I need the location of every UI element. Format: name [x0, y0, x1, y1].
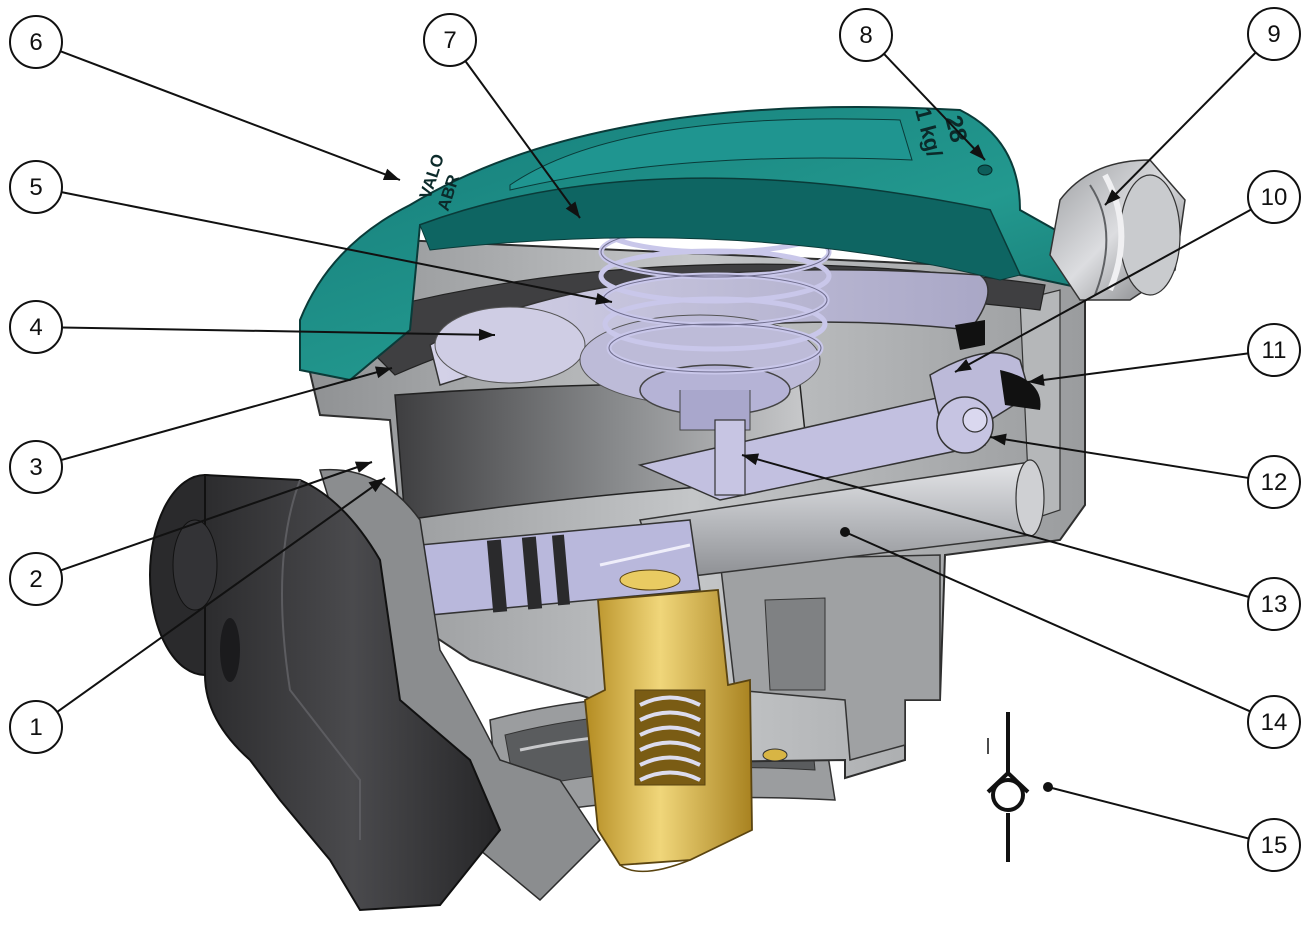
- side-fitting: [319, 468, 601, 902]
- leader-line-7: [464, 60, 581, 219]
- lever-arm: [637, 320, 1041, 501]
- leader-line-15: [1047, 786, 1250, 840]
- callout-number-2: 2: [29, 566, 42, 593]
- brass-cartridge: [584, 569, 753, 873]
- callout-circle-5: [9, 160, 63, 214]
- callout-14: 14: [1247, 695, 1301, 749]
- callout-circle-13: [1247, 577, 1301, 631]
- cartridge-spring: [639, 695, 701, 782]
- callout-number-5: 5: [29, 174, 42, 201]
- callout-circle-10: [1247, 170, 1301, 224]
- leader-arrow-8: [969, 144, 985, 160]
- valve-stem: [419, 519, 701, 616]
- horizontal-tube: [639, 459, 1045, 581]
- callout-number-15: 15: [1261, 832, 1288, 859]
- leader-arrow-1: [368, 478, 385, 493]
- callout-circle-9: [1247, 7, 1301, 61]
- callout-circle-12: [1247, 455, 1301, 509]
- leader-dot-15: [1043, 782, 1053, 792]
- leader-line-9: [1104, 51, 1257, 206]
- callout-circle-15: [1247, 818, 1301, 872]
- leader-arrow-10: [955, 359, 972, 372]
- leader-line-11: [1027, 352, 1249, 383]
- callout-circle-7: [423, 13, 477, 67]
- callout-4: 4: [9, 300, 63, 354]
- callout-number-6: 6: [29, 29, 42, 56]
- check-valve-symbol: [986, 712, 1030, 862]
- callout-13: 13: [1247, 577, 1301, 631]
- callout-number-8: 8: [859, 22, 872, 49]
- callout-7: 7: [423, 13, 477, 67]
- leader-line-10: [954, 208, 1252, 373]
- leader-dot-14: [840, 527, 850, 537]
- leader-line-2: [60, 461, 373, 572]
- callout-number-3: 3: [29, 454, 42, 481]
- callout-number-10: 10: [1261, 184, 1288, 211]
- leader-line-13: [741, 454, 1250, 598]
- leader-line-12: [989, 436, 1249, 479]
- callout-circle-3: [9, 440, 63, 494]
- callout-circle-8: [839, 8, 893, 62]
- callout-2: 2: [9, 552, 63, 606]
- callout-number-11: 11: [1262, 337, 1287, 364]
- callout-1: 1: [9, 700, 63, 754]
- leader-line-3: [60, 367, 393, 461]
- callout-11: 11: [1247, 323, 1301, 377]
- callout-8: 8: [839, 8, 893, 62]
- callout-12: 12: [1247, 455, 1301, 509]
- callout-circle-14: [1247, 695, 1301, 749]
- leader-arrow-4: [478, 328, 495, 341]
- callout-9: 9: [1247, 7, 1301, 61]
- callout-circle-4: [9, 300, 63, 354]
- leader-line-14: [844, 531, 1251, 713]
- callout-6: 6: [9, 15, 63, 69]
- leader-arrow-3: [374, 366, 392, 379]
- callout-circle-2: [9, 552, 63, 606]
- callout-number-12: 12: [1261, 469, 1288, 496]
- leader-line-6: [59, 50, 401, 181]
- callout-number-9: 9: [1267, 21, 1280, 48]
- callout-circle-6: [9, 15, 63, 69]
- leader-arrow-7: [565, 201, 580, 218]
- leader-arrow-11: [1028, 373, 1045, 386]
- leader-arrow-2: [354, 461, 372, 473]
- leader-line-8: [883, 53, 986, 161]
- callout-leaders: [56, 50, 1257, 840]
- callout-circle-11: [1247, 323, 1301, 377]
- leader-arrow-6: [382, 168, 400, 180]
- callout-number-7: 7: [443, 27, 456, 54]
- leader-line-4: [61, 326, 496, 336]
- leader-arrow-13: [742, 453, 760, 466]
- callout-number-13: 13: [1261, 591, 1288, 618]
- callout-15: 15: [1247, 818, 1301, 872]
- leader-arrow-5: [595, 292, 612, 305]
- leader-arrow-12: [990, 433, 1007, 446]
- regulator-illustration: VALO ABR 28 1 kg/: [149, 105, 1186, 912]
- leader-arrow-9: [1105, 189, 1121, 205]
- callout-number-14: 14: [1261, 709, 1288, 736]
- leader-line-5: [61, 191, 613, 303]
- callout-10: 10: [1247, 170, 1301, 224]
- leader-line-1: [56, 477, 386, 713]
- callout-5: 5: [9, 160, 63, 214]
- callout-3: 3: [9, 440, 63, 494]
- callout-circle-1: [9, 700, 63, 754]
- hose-nozzle: [1049, 159, 1186, 301]
- callout-number-1: 1: [29, 714, 42, 741]
- callout-number-4: 4: [29, 314, 42, 341]
